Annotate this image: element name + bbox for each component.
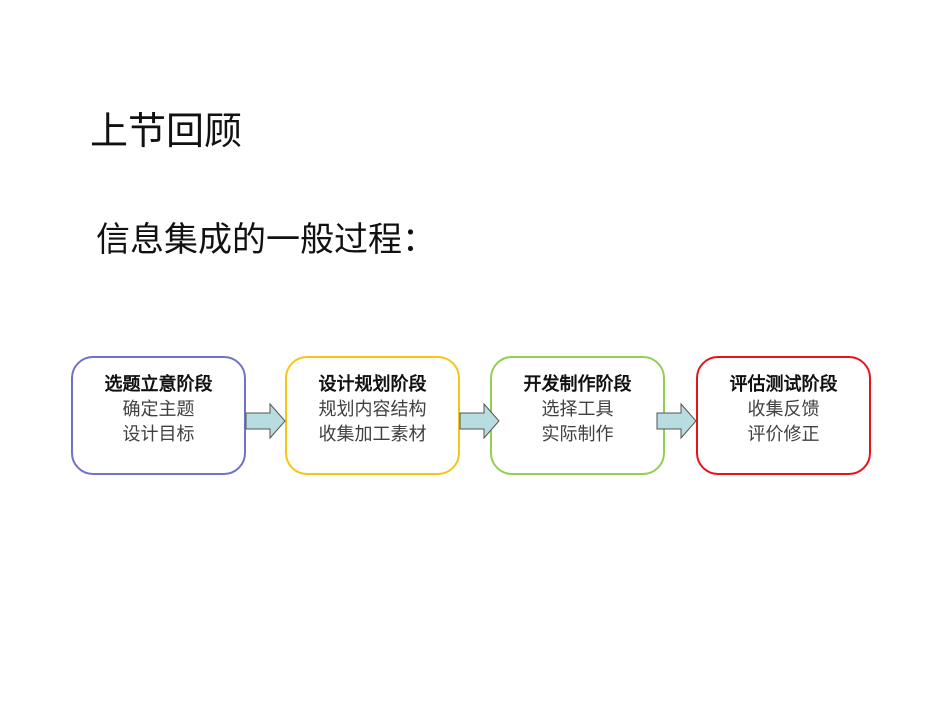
stage-line: 规划内容结构	[318, 399, 427, 420]
arrow-right-icon	[459, 402, 500, 440]
stage-box-evaluate: 评估测试阶段 收集反馈 评价修正	[696, 356, 871, 475]
stage-heading: 选题立意阶段	[104, 374, 213, 395]
arrow-right-icon	[245, 402, 286, 440]
stage-box-topic: 选题立意阶段 确定主题 设计目标	[71, 356, 246, 475]
stage-line: 确定主题	[122, 399, 195, 420]
stage-box-develop: 开发制作阶段 选择工具 实际制作	[490, 356, 665, 475]
stage-line: 实际制作	[541, 424, 614, 445]
stage-line: 收集反馈	[747, 399, 820, 420]
stage-heading: 设计规划阶段	[318, 374, 427, 395]
stage-heading: 评估测试阶段	[729, 374, 838, 395]
stage-line: 选择工具	[541, 399, 614, 420]
stage-line: 设计目标	[122, 424, 195, 445]
stage-box-design: 设计规划阶段 规划内容结构 收集加工素材	[285, 356, 460, 475]
slide-subtitle: 信息集成的一般过程：	[96, 220, 436, 260]
stage-line: 评价修正	[747, 424, 820, 445]
slide-title: 上节回顾	[90, 109, 243, 153]
stage-line: 收集加工素材	[318, 424, 427, 445]
stage-heading: 开发制作阶段	[523, 374, 632, 395]
arrow-right-icon	[656, 402, 697, 440]
